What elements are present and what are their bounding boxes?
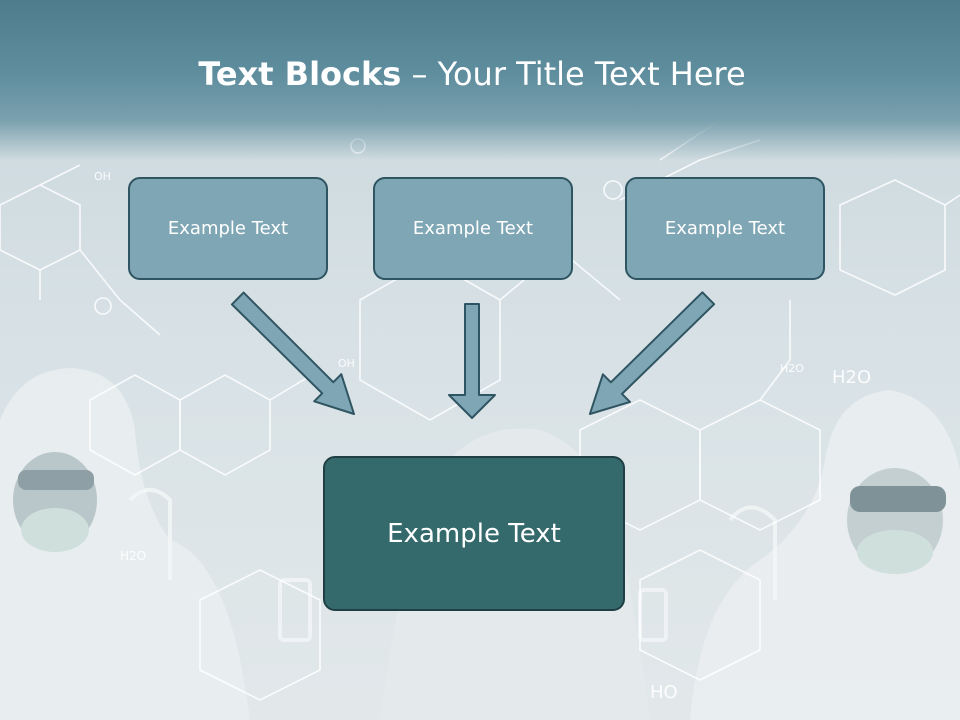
text-block-center-label: Example Text <box>412 218 534 239</box>
slide-title[interactable]: Text Blocks – Your Title Text Here <box>0 52 944 96</box>
title-bold-part: Text Blocks <box>198 55 402 93</box>
text-block-main[interactable]: Example Text <box>323 456 625 611</box>
text-block-left[interactable]: Example Text <box>128 177 328 280</box>
arrow-center-to-main[interactable] <box>448 303 496 419</box>
label-oh-2: OH <box>338 357 355 370</box>
text-block-center[interactable]: Example Text <box>373 177 573 280</box>
label-h2o-3: H2O <box>120 549 146 563</box>
scientist-right-face <box>847 468 946 574</box>
scientist-left-face <box>13 452 97 552</box>
text-block-left-label: Example Text <box>167 218 289 239</box>
label-h2o-1: H2O <box>832 367 871 388</box>
arrow-right-to-main[interactable] <box>588 291 716 415</box>
label-h2o-2: H2O <box>780 362 804 375</box>
chemical-labels: OH OH H2O H2O H2O HO O <box>94 170 871 703</box>
lab-glassware <box>128 488 777 642</box>
title-band <box>0 0 960 160</box>
label-ho: HO <box>650 682 678 703</box>
text-block-right-label: Example Text <box>664 218 786 239</box>
arrow-left-to-main[interactable] <box>230 291 355 415</box>
text-block-main-label: Example Text <box>387 518 561 549</box>
title-rest-part: – Your Title Text Here <box>411 55 746 93</box>
text-block-right[interactable]: Example Text <box>625 177 825 280</box>
label-oh-1: OH <box>94 170 111 183</box>
